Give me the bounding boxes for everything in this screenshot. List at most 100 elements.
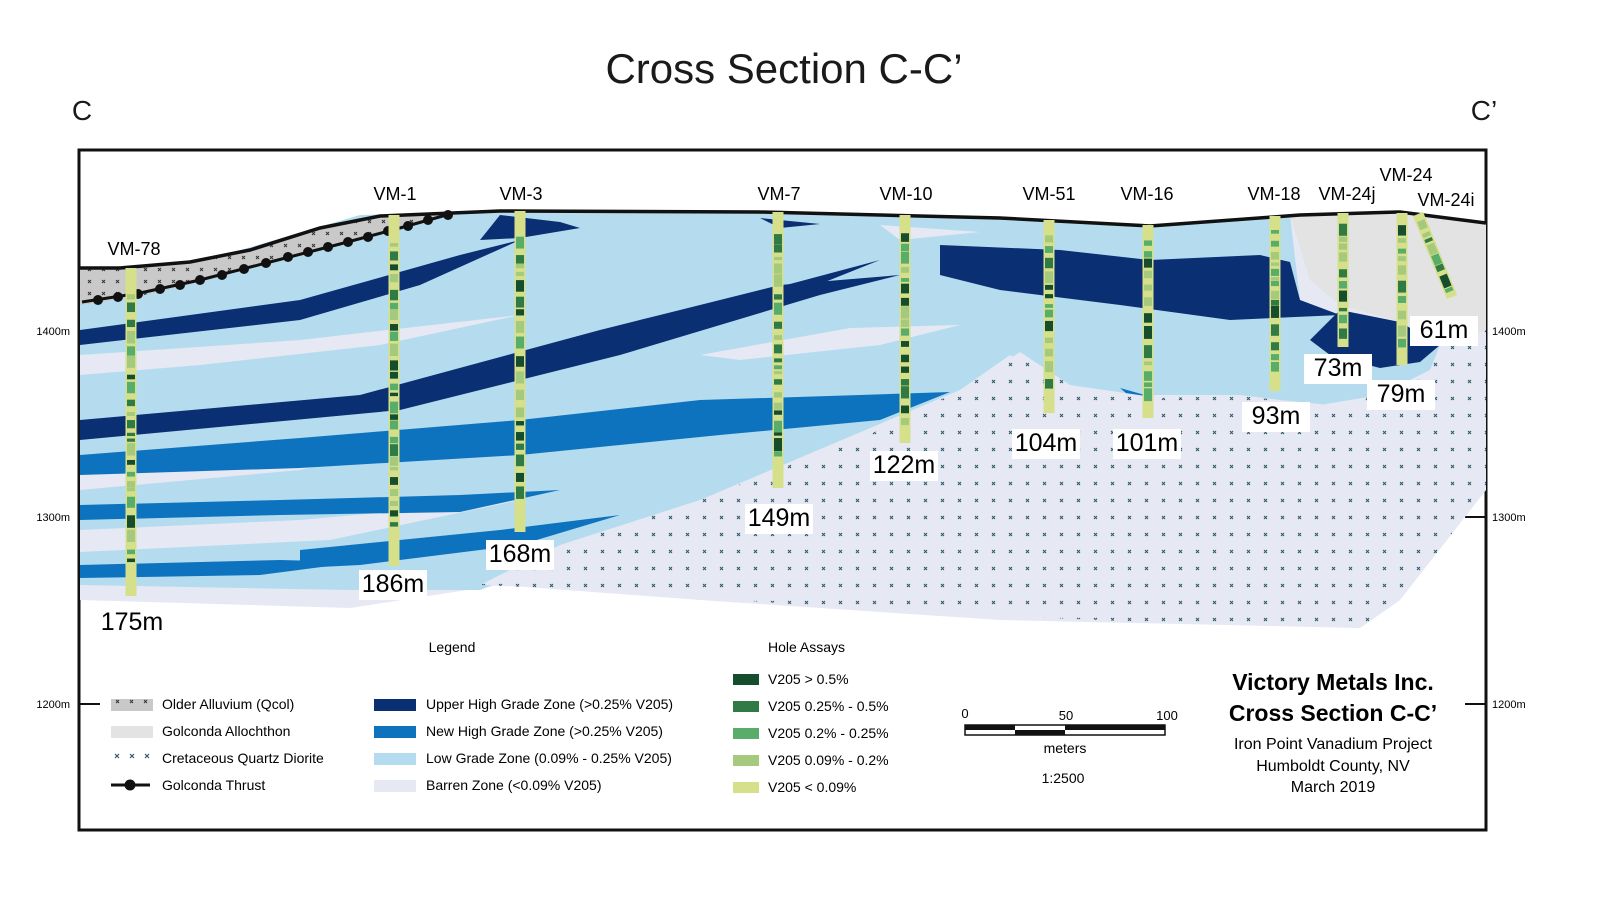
scale-bar: 0 50 100 meters 1:2500 [961,706,1177,786]
assay-interval [516,389,524,401]
assay-interval [1435,263,1445,273]
assay-interval [516,280,524,292]
assay-interval [127,330,135,344]
hole-name-label: VM-16 [1120,184,1173,204]
upper-high-grade-zone [480,215,580,240]
assay-interval [774,344,782,354]
assay-interval [1271,290,1279,300]
assay-interval [901,341,909,347]
assay-label-2: V205 0.2% - 0.25% [768,725,889,741]
assay-interval [1339,328,1347,339]
assay-interval [1339,252,1347,262]
assay-interval [390,456,398,466]
assay-interval [390,324,398,331]
assay-interval [390,289,398,301]
assay-interval [1144,325,1152,339]
assay-interval [390,510,398,517]
hole-name-label: VM-3 [499,184,542,204]
hole-name-label: VM-24i [1417,190,1474,210]
hole-depth-label: 61m [1420,316,1469,344]
drill-hole-vm-24i: VM-24i 61m [1410,190,1478,346]
assay-interval [390,420,398,430]
assay-interval [390,392,398,397]
assay-swatch-1 [733,701,759,712]
assay-interval [390,500,398,506]
diorite-pattern [114,753,150,759]
assay-interval [127,496,135,508]
assay-interval [1271,354,1279,361]
assay-interval [774,263,782,274]
assay-interval [1271,230,1279,234]
assay-interval [390,343,398,356]
assay-interval [390,467,398,471]
assay-interval [127,459,135,465]
assay-interval [1045,246,1053,253]
assay-interval [1144,258,1152,268]
allochthon-swatch [111,726,153,738]
assay-interval [901,278,909,282]
assay-interval [390,331,398,341]
assay-interval [516,271,524,277]
hole-assays-legend: V205 > 0.5% V205 0.25% - 0.5% V205 0.2% … [733,671,889,795]
assay-swatch-0 [733,674,759,685]
assay-interval [774,438,782,452]
legend-geology: Older Alluvium (Qcol) Golconda Allochtho… [111,696,324,793]
assay-interval [516,407,524,418]
assay-interval [1271,262,1279,266]
assay-interval [901,233,909,242]
hole-depth-label: 104m [1015,429,1078,457]
hole-name-label: VM-78 [107,239,160,259]
assay-interval [1398,338,1406,348]
assay-interval [516,236,524,249]
assay-interval [774,365,782,370]
assay-interval [1144,345,1152,359]
assay-interval [390,436,398,444]
assay-interval [1144,270,1152,279]
assay-interval [774,244,782,253]
drill-hole-trace [388,215,400,566]
assay-interval [516,296,524,308]
drill-hole-trace [1337,213,1349,347]
assay-interval [1444,286,1454,294]
depth-label-background [1410,316,1478,346]
hole-name-label: VM-7 [757,184,800,204]
hole-depth-label: 73m [1314,354,1363,382]
barren-lens [700,325,960,360]
hole-name-label: VM-24j [1318,184,1375,204]
assay-interval [774,371,782,375]
assay-interval [1271,305,1279,318]
assay-interval [1045,304,1053,308]
assay-interval [390,274,398,283]
assay-interval [901,405,909,414]
assay-interval [1144,240,1152,246]
assay-interval [1271,324,1279,336]
assay-label-1: V205 0.25% - 0.5% [768,698,889,714]
depth-label-background [870,451,938,481]
assay-interval [1045,257,1053,269]
assay-interval [390,444,398,456]
depth-label-background [1242,402,1310,432]
assay-interval [774,321,782,329]
assay-interval [516,454,524,467]
new-high-grade-zone [80,560,360,578]
assay-interval [1144,371,1152,381]
zone-swatch-new-high-grade [374,726,416,738]
depth-label-background [1113,429,1181,459]
assay-interval [390,401,398,414]
hole-name-label: VM-24 [1379,165,1432,185]
elev-label-1200-left: 1200m [36,699,70,711]
legend-zone-label-2: Low Grade Zone (0.09% - 0.25% V205) [426,750,672,766]
assay-interval [1271,342,1279,351]
scale-tick-0: 0 [961,706,968,721]
assay-interval [1339,243,1347,250]
assay-interval [127,319,135,328]
assay-interval [1045,294,1053,299]
assay-interval [127,529,135,542]
assay-interval [516,356,524,367]
assay-interval [390,251,398,261]
hole-depth-label: 122m [873,451,936,479]
elev-label-1400-left: 1400m [36,326,70,338]
